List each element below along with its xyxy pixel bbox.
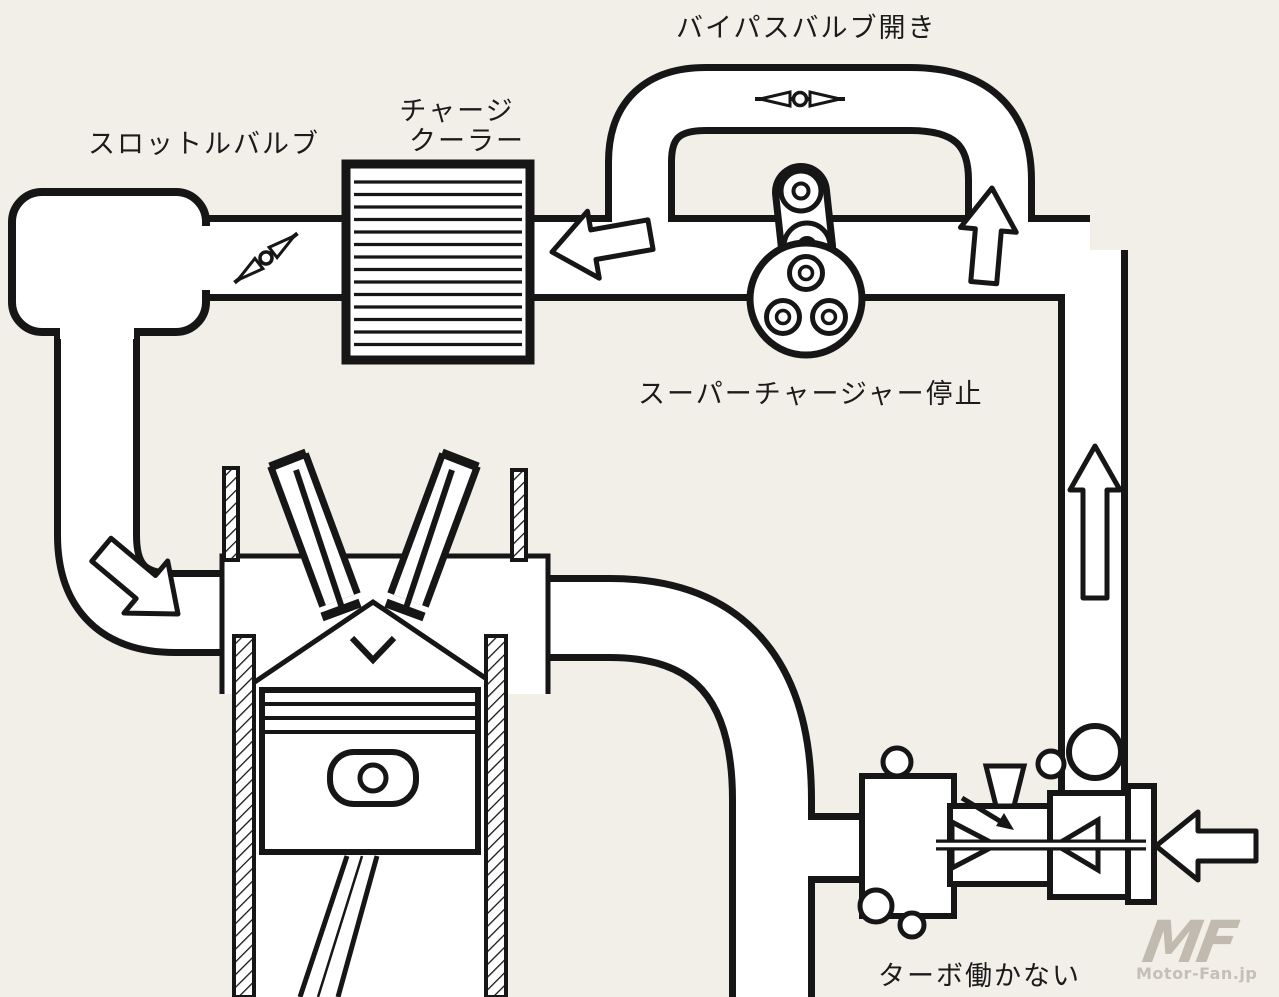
turbocharger	[857, 723, 1157, 940]
charge-cooler	[341, 159, 535, 365]
intake-valve-stem	[293, 469, 345, 609]
wrist-pin	[357, 762, 389, 794]
piston-rings	[262, 702, 478, 734]
watermark-site-text: Motor-Fan.jp	[1136, 964, 1258, 983]
cylinder-wall-right	[484, 634, 508, 997]
label-bypass-valve-open: バイパスバルブ開き	[676, 13, 937, 44]
throttle-body	[8, 188, 299, 339]
connecting-rod	[297, 855, 380, 997]
label-charge-cooler-line2: クーラー	[409, 126, 525, 157]
compressor-outlet-flange	[1066, 723, 1124, 781]
engine-cylinder	[219, 448, 551, 997]
combustion-chamber-roof	[238, 598, 508, 695]
label-charge-cooler-line1: チャージ	[399, 96, 515, 127]
spark-plug-icon	[349, 635, 397, 665]
cylinder-wall-left	[232, 634, 256, 997]
supercharger	[746, 163, 866, 359]
flow-arrow-into-turbo-inlet-icon	[1156, 812, 1256, 880]
exhaust-valve-stem	[403, 469, 455, 609]
bypass-valve-icon	[755, 90, 845, 108]
label-supercharger-stopped: スーパーチャージャー停止	[638, 379, 984, 410]
label-throttle-valve: スロットルバルブ	[88, 129, 320, 160]
throttle-valve-icon	[233, 231, 299, 285]
label-turbo-not-working: ターボ働かない	[878, 961, 1081, 992]
piston	[259, 687, 481, 855]
